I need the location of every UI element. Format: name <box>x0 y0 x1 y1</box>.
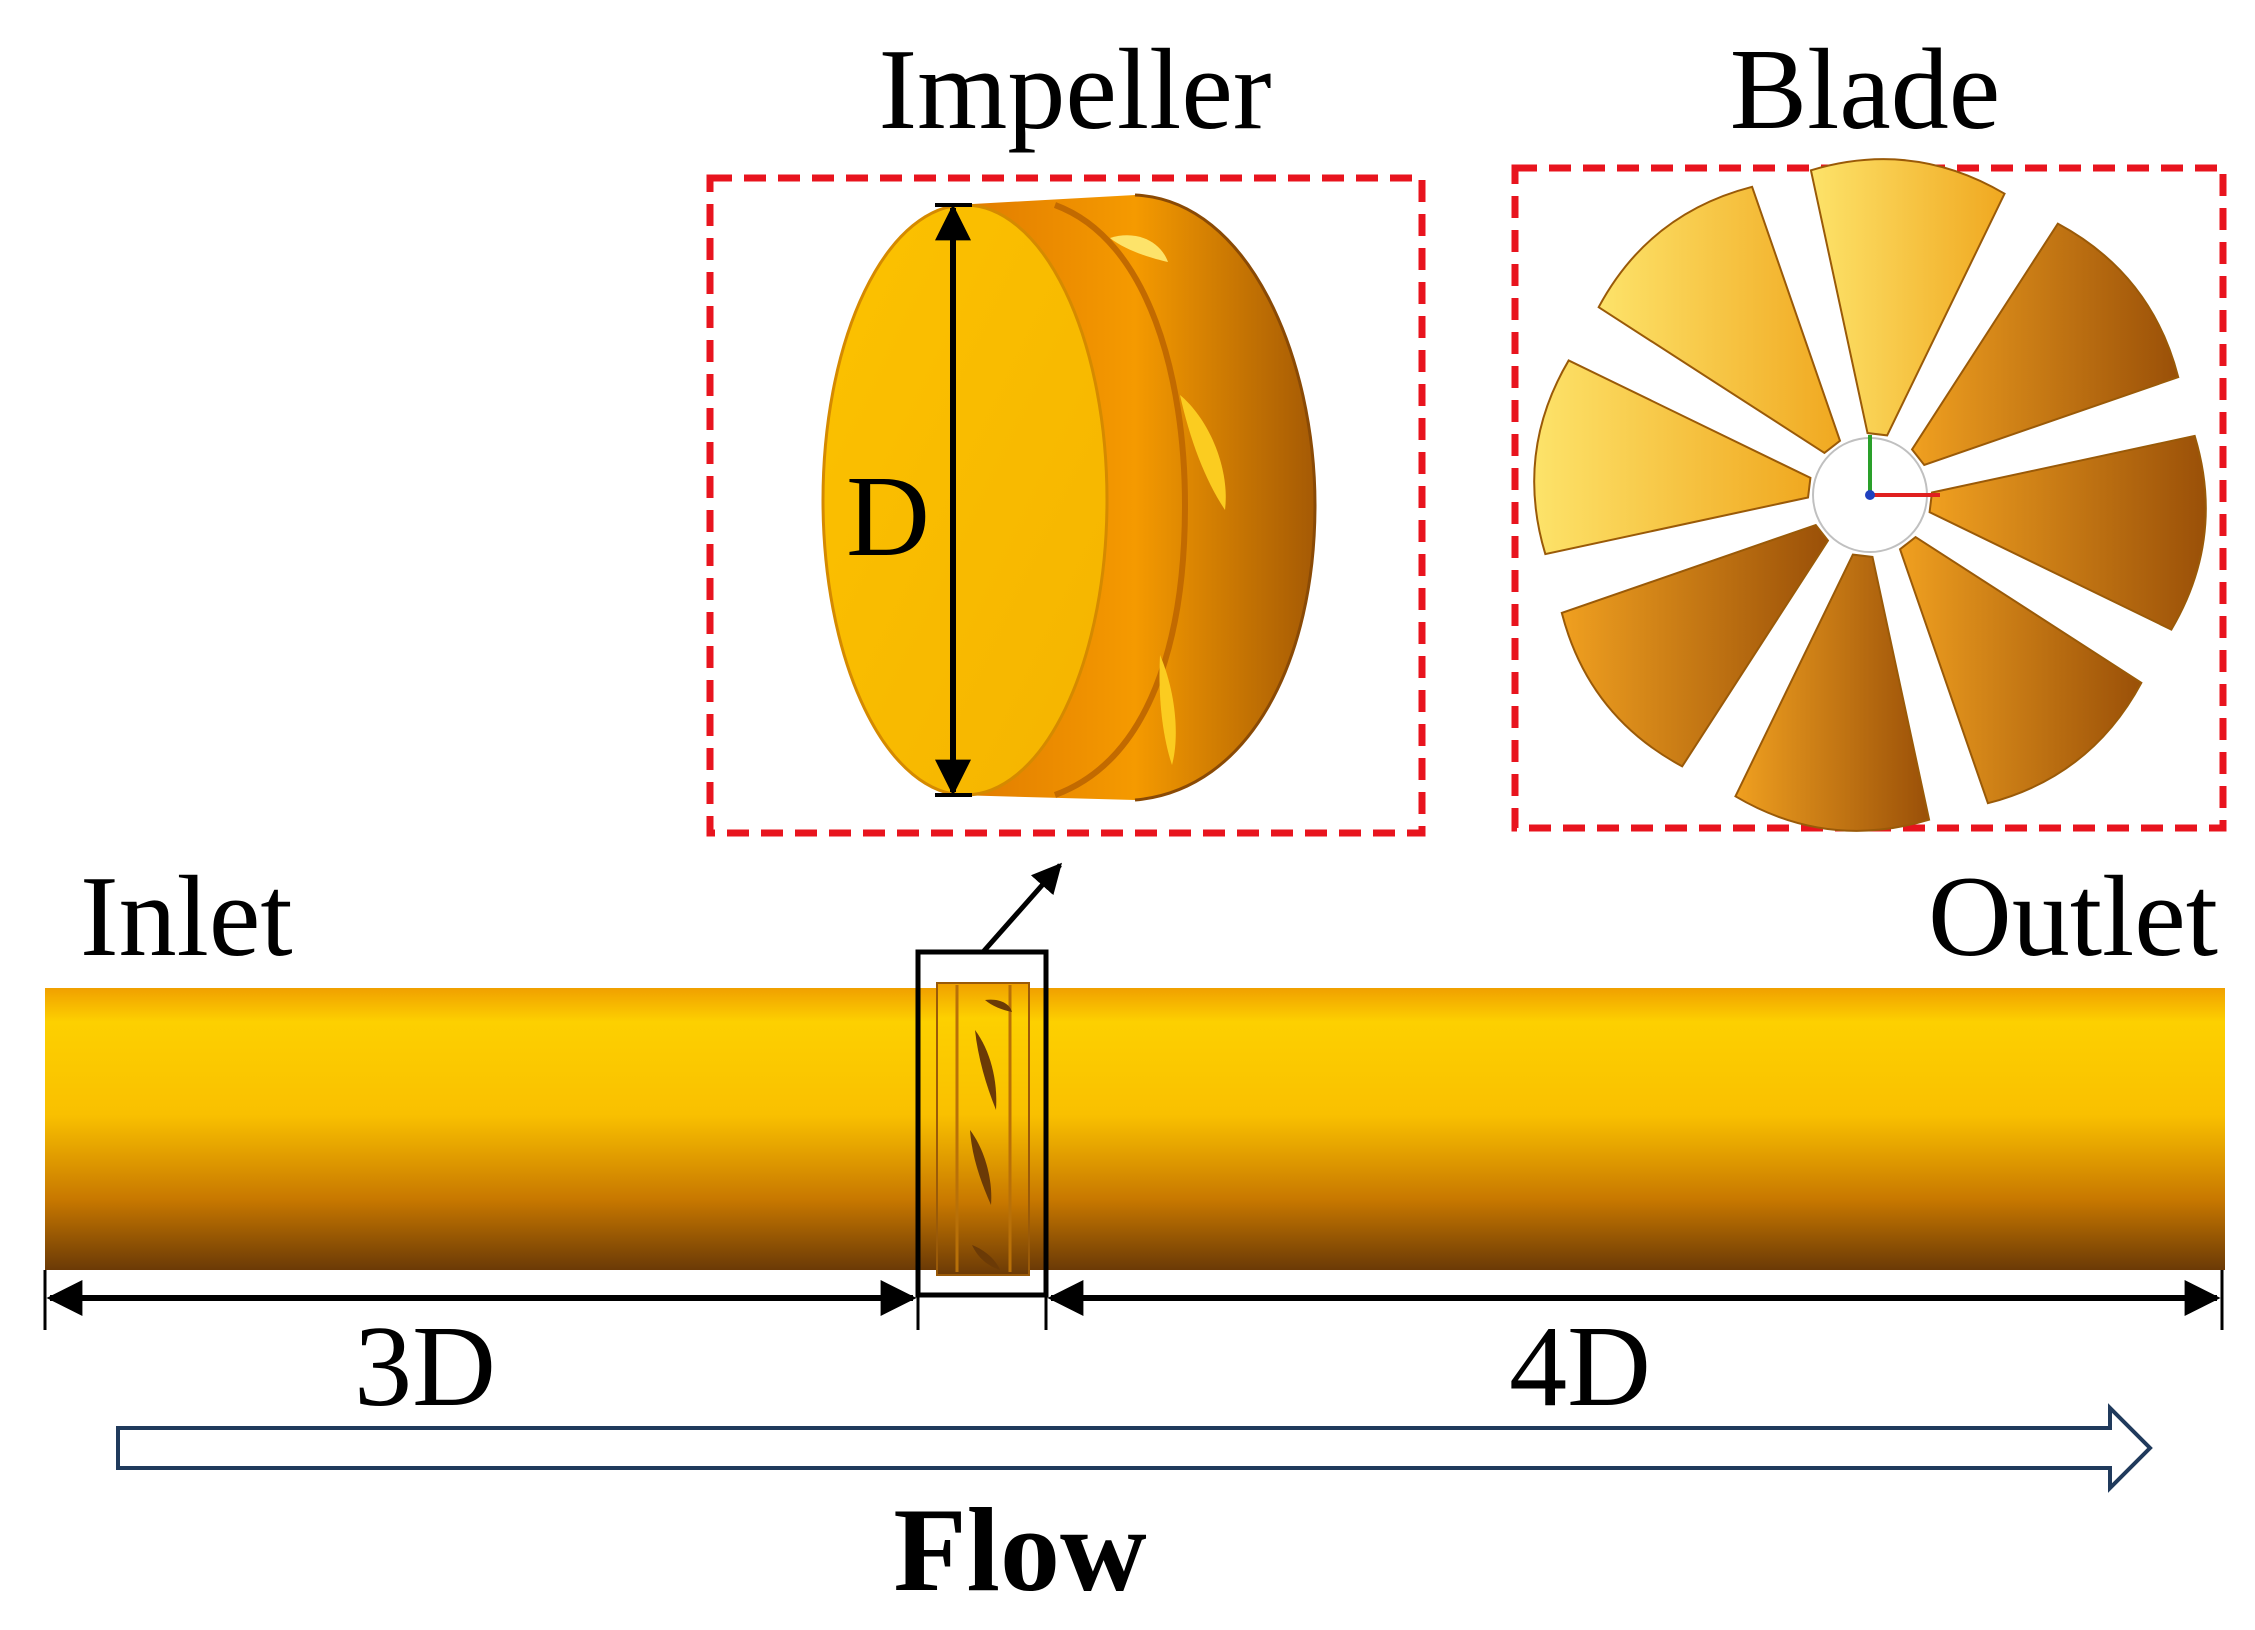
impeller-title: Impeller <box>879 26 1272 154</box>
inlet-label: Inlet <box>80 853 293 981</box>
upstream-length-label: 3D <box>354 1303 496 1431</box>
length-dimensions <box>43 1270 2224 1330</box>
pipe-impeller-ring <box>936 982 1030 1276</box>
downstream-length-label: 4D <box>1509 1303 1651 1431</box>
blade-view <box>1533 158 2207 832</box>
diameter-label: D <box>846 453 930 581</box>
impeller-groove <box>1053 202 1189 798</box>
blade-8 <box>1597 185 1842 455</box>
diameter-dimension <box>935 203 972 797</box>
blade-7 <box>1533 359 1812 556</box>
axis-origin <box>1865 490 1875 500</box>
impeller-3d-view <box>821 193 1317 802</box>
pipe-impeller-section <box>936 982 1030 1276</box>
outlet-label: Outlet <box>1928 853 2218 981</box>
impeller-slot-1 <box>1110 235 1168 262</box>
blade-2 <box>1910 222 2180 467</box>
impeller-slot-2 <box>1180 395 1226 510</box>
impeller-ring-rim <box>1134 193 1317 802</box>
pipe-impeller-slot-3 <box>970 1130 992 1205</box>
flow-label: Flow <box>893 1483 1147 1616</box>
callout-arrow <box>981 862 1062 954</box>
impeller-inset-border <box>706 174 1426 837</box>
pipe-impeller-slot-1 <box>985 999 1012 1012</box>
blade-3 <box>1928 434 2207 631</box>
pipe-impeller-slot-2 <box>975 1030 997 1110</box>
impeller-highlight-box <box>915 949 1049 1298</box>
blade-title: Blade <box>1730 26 2001 154</box>
blade-4 <box>1898 535 2143 805</box>
pipe-impeller-slot-4 <box>972 1245 1000 1270</box>
pipe <box>45 988 2225 1270</box>
blade-6 <box>1560 523 1830 768</box>
impeller-slot-3 <box>1159 655 1176 765</box>
blade-5 <box>1734 553 1931 832</box>
flow-arrow <box>116 1403 2153 1493</box>
blade-1 <box>1809 158 2006 437</box>
